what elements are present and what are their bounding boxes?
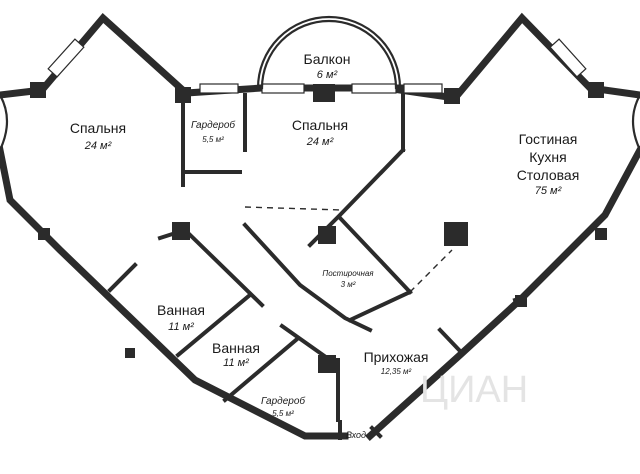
window-balcony-mid-left: [261, 83, 305, 94]
column-top-left-inner: [175, 87, 191, 103]
living-area: 75 м²: [535, 185, 562, 197]
column-left-lower: [125, 348, 135, 358]
column-hall: [318, 355, 336, 373]
window-left: [47, 38, 85, 78]
column-top-right: [588, 82, 604, 98]
bedroom-opening-dashed: [244, 206, 343, 211]
column-living: [444, 222, 468, 246]
left-edge-curve: [0, 93, 9, 152]
laundry-bottom-wall: [347, 289, 413, 323]
hall-inner-wall: [279, 323, 333, 363]
bath-1-area: 11 м²: [168, 321, 194, 333]
wardrobe-bottom-name: Гардероб: [261, 395, 305, 407]
window-right: [549, 38, 587, 78]
room-labels: Балкон 6 м² Спальня 24 м² Гардероб 5,5 м…: [70, 51, 579, 440]
bath2-wardrobe-wall: [222, 337, 299, 403]
wardrobe-top-name: Гардероб: [191, 119, 235, 131]
hallway-area: 12,35 м²: [381, 367, 412, 376]
column-top-right-inner: [444, 88, 460, 104]
window-balcony-mid-right: [351, 83, 397, 94]
bath1-bath2-wall: [175, 292, 253, 358]
laundry-right-wall: [337, 215, 413, 295]
column-top-left: [30, 82, 46, 98]
bedroom-left-area: 24 м²: [84, 140, 112, 152]
outer-wall-left-lower: [0, 145, 349, 440]
watermark: ЦИАН: [420, 369, 528, 411]
bath-2-area: 11 м²: [223, 357, 249, 369]
balcony-arc-inner: [260, 19, 398, 90]
laundry-area: 3 м²: [341, 280, 356, 289]
entrance-door-right: [369, 425, 383, 439]
living-line1: Гостиная: [519, 131, 578, 147]
bath1-top-wall: [157, 227, 265, 308]
window-balcony-left: [199, 83, 239, 94]
columns: [30, 82, 607, 373]
column-laundry: [318, 226, 336, 244]
outer-wall-right: [396, 12, 640, 102]
wardrobe-bottom-area: 5,5 м²: [272, 409, 294, 418]
column-balcony-center: [313, 84, 335, 102]
column-right-wall: [595, 228, 607, 240]
window-balcony-right: [403, 83, 443, 94]
bedroom-center-name: Спальня: [292, 117, 348, 133]
hall-right-wall: [437, 327, 465, 356]
living-line3: Столовая: [517, 167, 580, 183]
column-right-lower: [515, 295, 527, 307]
wardrobe-top-area: 5,5 м²: [202, 135, 224, 144]
bath-2-name: Ванная: [212, 340, 260, 356]
bath1-left-wall: [107, 262, 138, 293]
bedroom-center-area: 24 м²: [306, 136, 334, 148]
bath-1-name: Ванная: [157, 302, 205, 318]
living-line2: Кухня: [529, 149, 566, 165]
balcony-name: Балкон: [304, 51, 351, 67]
laundry-name: Постирочная: [322, 269, 374, 278]
column-left-wall: [38, 228, 50, 240]
right-edge-curve: [631, 93, 640, 152]
balcony-area: 6 м²: [317, 69, 338, 81]
entrance-label: Вход: [346, 430, 366, 440]
bedroom-left-name: Спальня: [70, 120, 126, 136]
corridor-diagonal-left: [242, 222, 373, 333]
column-bath: [172, 222, 190, 240]
balcony-arc: [256, 15, 402, 90]
hallway-name: Прихожая: [364, 349, 429, 365]
hall-opening-dashed: [409, 249, 453, 293]
